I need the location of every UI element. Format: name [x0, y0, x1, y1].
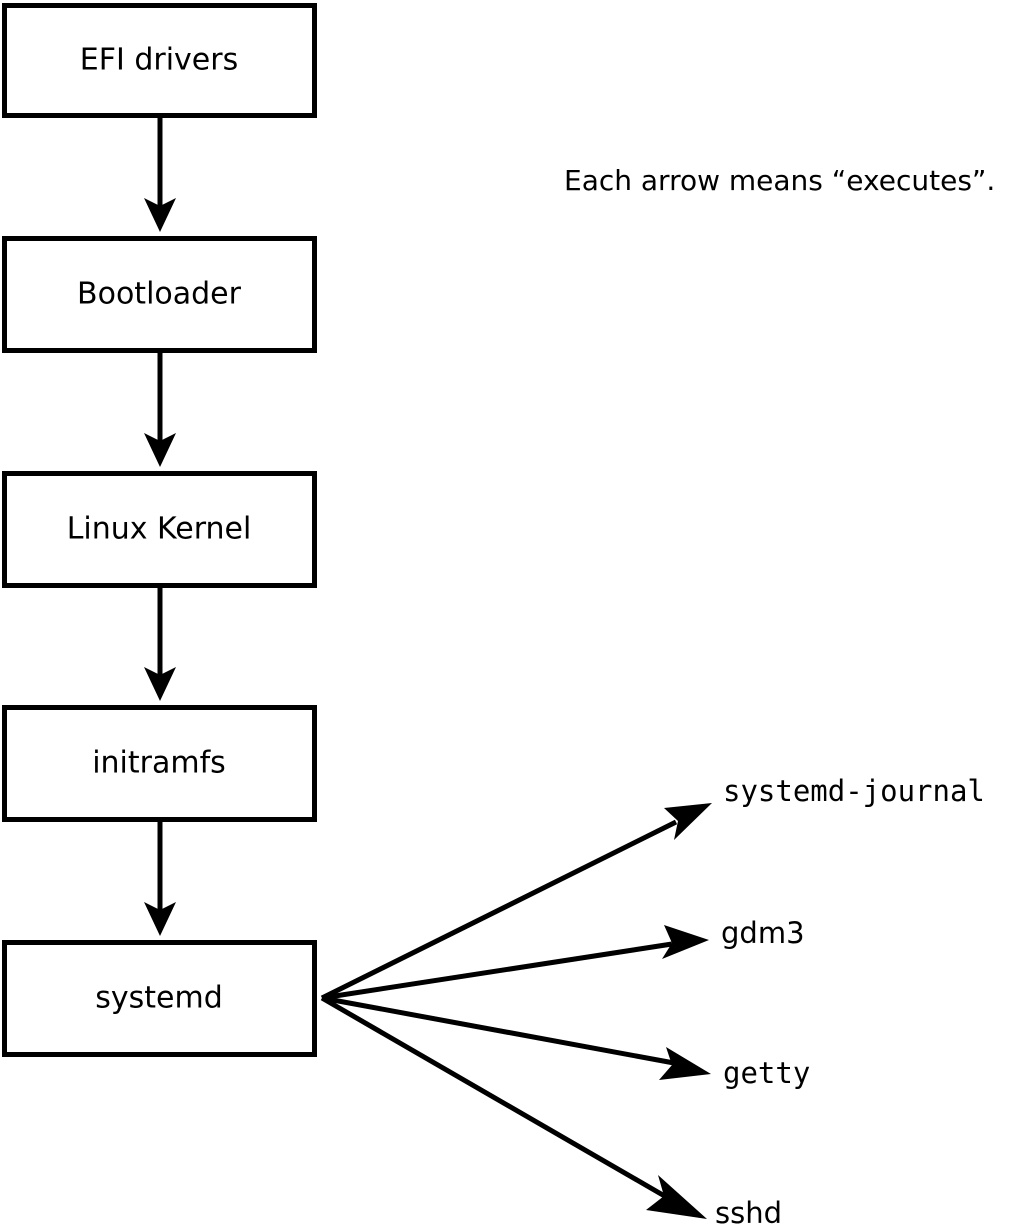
arrow-systemd-to-gdm3 — [321, 925, 709, 1001]
diagram-caption: Each arrow means “executes”. — [564, 164, 995, 197]
arrow-linux-kernel-to-initramfs — [144, 588, 176, 701]
leaf-label-getty[interactable]: getty — [723, 1056, 810, 1090]
node-linux-kernel-label: Linux Kernel — [67, 512, 252, 547]
node-efi-drivers-label: EFI drivers — [80, 43, 238, 78]
node-systemd[interactable]: systemd — [2, 940, 317, 1057]
leaf-label-sshd[interactable]: sshd — [715, 1196, 782, 1230]
node-initramfs[interactable]: initramfs — [2, 705, 317, 822]
arrow-systemd-to-sshd — [320, 995, 707, 1219]
node-systemd-rect — [2, 940, 317, 1057]
node-bootloader-rect — [2, 236, 317, 353]
node-bootloader-label: Bootloader — [77, 277, 242, 312]
leaf-label-systemd-journal[interactable]: systemd-journal — [723, 774, 985, 808]
node-linux-kernel-rect — [2, 471, 317, 588]
node-initramfs-rect — [2, 705, 317, 822]
boot-chain-arrows — [144, 118, 176, 936]
node-systemd-label: systemd — [95, 981, 223, 1016]
node-efi-drivers[interactable]: EFI drivers — [2, 3, 317, 118]
arrow-bootloader-to-linux-kernel — [144, 353, 176, 467]
systemd-child-labels: systemd-journal gdm3 getty sshd — [715, 774, 985, 1230]
node-linux-kernel[interactable]: Linux Kernel — [2, 471, 317, 588]
boot-chain-group: EFI drivers Bootloader Linux Kernel init… — [2, 3, 317, 1057]
node-bootloader[interactable]: Bootloader — [2, 236, 317, 353]
arrow-systemd-to-systemd-journal — [320, 803, 712, 1001]
node-initramfs-label: initramfs — [92, 746, 226, 781]
arrow-initramfs-to-systemd — [144, 822, 176, 936]
node-efi-drivers-rect — [2, 3, 317, 118]
systemd-fanout-arrows — [320, 803, 712, 1219]
arrow-efi-drivers-to-bootloader — [144, 118, 176, 232]
leaf-label-gdm3[interactable]: gdm3 — [721, 916, 805, 950]
arrow-systemd-to-getty — [321, 995, 711, 1080]
